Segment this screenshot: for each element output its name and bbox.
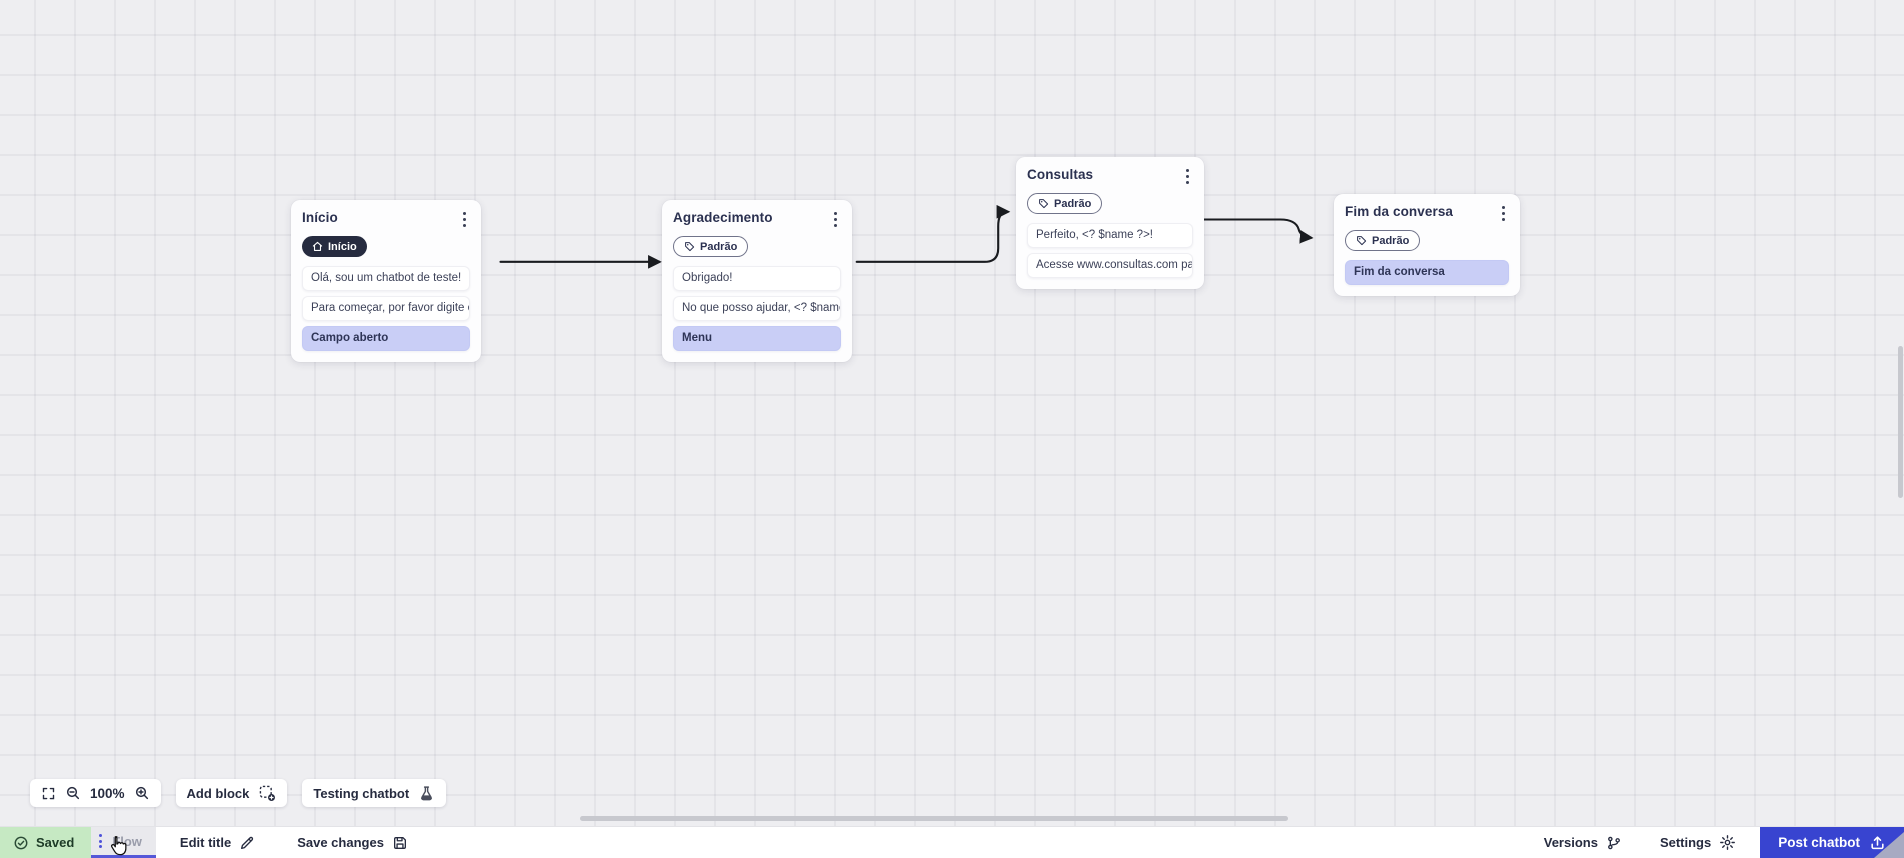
flow-edges xyxy=(499,204,1314,269)
block-input-menu[interactable]: Menu xyxy=(673,326,841,351)
zoom-in-icon[interactable] xyxy=(134,785,150,801)
tag-icon xyxy=(1357,236,1367,246)
edit-title-label: Edit title xyxy=(179,835,232,850)
versions-button[interactable]: Versions xyxy=(1544,827,1622,858)
node-consultas[interactable]: Consultas Padrão Perfeito, <? $name ?>! … xyxy=(1016,157,1204,289)
testing-chatbot-label: Testing chatbot xyxy=(313,785,410,801)
block-text[interactable]: Obrigado! xyxy=(673,266,841,291)
zoom-level: 100% xyxy=(90,785,125,801)
block-text[interactable]: Olá, sou um chatbot de teste! xyxy=(302,266,470,291)
check-circle-icon xyxy=(14,836,28,849)
save-changes-label: Save changes xyxy=(297,835,384,850)
zoom-controls: 100% xyxy=(30,779,161,807)
badge-label: Padrão xyxy=(1372,234,1410,247)
tag-icon xyxy=(1039,199,1049,209)
node-title: Fim da conversa xyxy=(1345,204,1454,219)
edge-agradecimento-consultas xyxy=(855,204,1011,263)
save-icon xyxy=(393,836,406,849)
settings-label: Settings xyxy=(1659,835,1712,850)
pencil-icon xyxy=(241,836,254,849)
drag-handle-icon[interactable] xyxy=(99,834,103,848)
badge-label: Padrão xyxy=(1054,197,1092,210)
post-chatbot-button[interactable]: Post chatbot xyxy=(1760,827,1904,858)
horizontal-scrollbar[interactable] xyxy=(580,816,1288,821)
node-inicio[interactable]: Início Início Olá, sou um chatbot de tes… xyxy=(291,200,481,362)
node-menu-icon[interactable] xyxy=(1498,204,1509,223)
home-icon xyxy=(312,241,323,251)
badge-label: Início xyxy=(328,240,357,253)
vertical-scrollbar[interactable] xyxy=(1898,346,1903,498)
node-title: Agradecimento xyxy=(673,210,773,225)
node-fim-da-conversa[interactable]: Fim da conversa Padrão Fim da conversa xyxy=(1334,194,1520,296)
block-text[interactable]: Perfeito, <? $name ?>! xyxy=(1027,223,1193,248)
badge-label: Padrão xyxy=(700,240,738,253)
node-title: Consultas xyxy=(1027,167,1094,182)
node-agradecimento[interactable]: Agradecimento Padrão Obrigado! No que po… xyxy=(662,200,852,362)
block-text[interactable]: Para começar, por favor digite o ... xyxy=(302,296,470,321)
save-changes-button[interactable]: Save changes xyxy=(297,827,408,858)
block-input-open-field[interactable]: Campo aberto xyxy=(302,326,470,351)
statusbar-right-group: Versions Settings Post chatbot xyxy=(1544,827,1904,858)
add-block-icon xyxy=(260,785,276,801)
saved-label: Saved xyxy=(36,835,75,850)
start-badge: Início xyxy=(302,236,367,257)
tab-flow[interactable]: Flow xyxy=(91,827,156,858)
post-chatbot-label: Post chatbot xyxy=(1778,835,1860,850)
node-menu-icon[interactable] xyxy=(830,210,841,229)
add-block-label: Add block xyxy=(186,785,250,801)
block-end-conversation[interactable]: Fim da conversa xyxy=(1345,260,1509,285)
tag-icon xyxy=(685,242,695,252)
flow-tab-label: Flow xyxy=(112,833,142,849)
node-menu-icon[interactable] xyxy=(1182,167,1193,186)
testing-chatbot-button[interactable]: Testing chatbot xyxy=(302,779,447,807)
block-text[interactable]: Acesse www.consultas.com par... xyxy=(1027,253,1193,278)
flow-canvas[interactable]: Início Início Olá, sou um chatbot de tes… xyxy=(0,0,1904,826)
padrao-badge: Padrão xyxy=(1345,230,1421,251)
upload-icon xyxy=(1871,836,1884,850)
block-text[interactable]: No que posso ajudar, <? $name ... xyxy=(673,296,841,321)
status-bar: Saved Flow Edit title Save changes Versi… xyxy=(0,826,1904,858)
edit-title-button[interactable]: Edit title xyxy=(180,827,255,858)
flask-icon xyxy=(421,785,433,800)
fullscreen-icon[interactable] xyxy=(41,786,56,801)
canvas-toolbar: 100% Add block Testing chatbot xyxy=(30,779,447,807)
padrao-badge: Padrão xyxy=(673,236,749,257)
node-title: Início xyxy=(302,210,338,225)
edge-consultas-fim xyxy=(1194,218,1314,244)
gear-icon xyxy=(1720,835,1736,850)
saved-status-badge: Saved xyxy=(0,827,92,858)
node-menu-icon[interactable] xyxy=(459,210,470,229)
versions-label: Versions xyxy=(1543,835,1598,850)
settings-button[interactable]: Settings xyxy=(1660,827,1736,858)
git-branch-icon xyxy=(1608,836,1620,849)
add-block-button[interactable]: Add block xyxy=(175,779,288,807)
zoom-out-icon[interactable] xyxy=(65,785,81,801)
padrao-badge: Padrão xyxy=(1027,193,1103,214)
